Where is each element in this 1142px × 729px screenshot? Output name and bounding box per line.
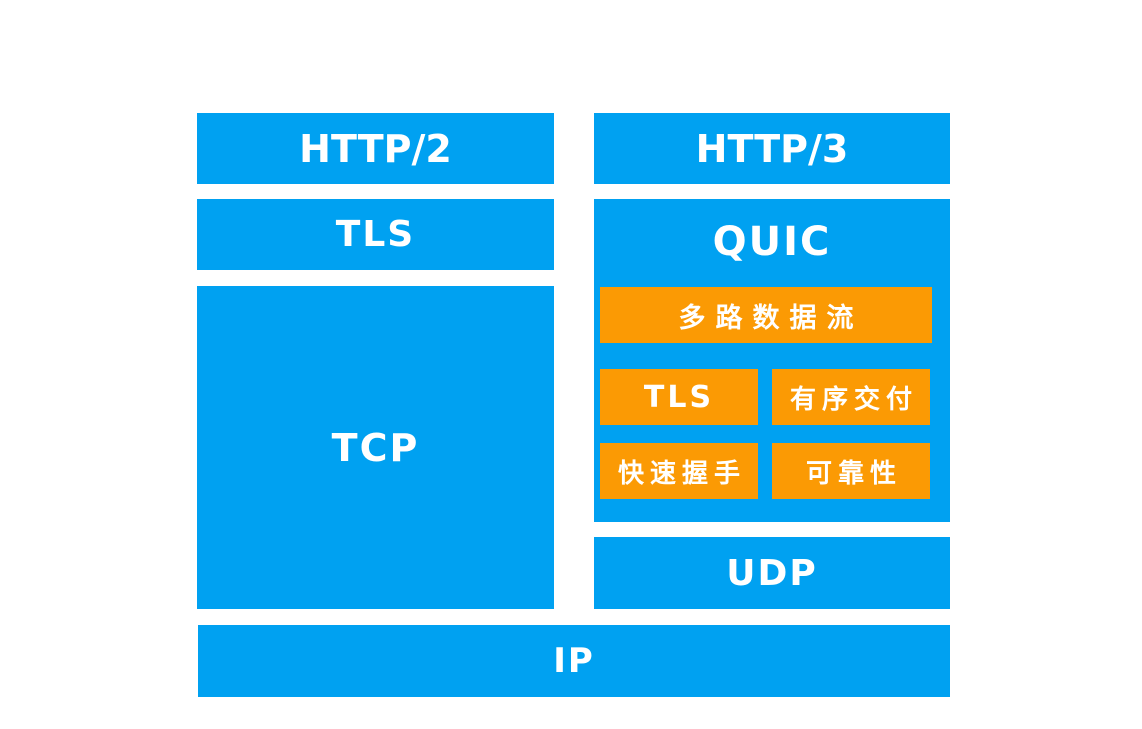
feature-fast-handshake: 快速握手 — [600, 443, 758, 499]
quic-box: QUIC 多路数据流 TLS 有序交付 快速握手 可靠性 — [594, 199, 950, 522]
feature-reliability: 可靠性 — [772, 443, 930, 499]
feature-tls: TLS — [600, 369, 758, 425]
udp-box: UDP — [594, 537, 950, 609]
http3-box: HTTP/3 — [594, 113, 950, 184]
tcp-box: TCP — [197, 286, 554, 609]
ip-box: IP — [198, 625, 950, 697]
quic-title: QUIC — [712, 219, 832, 265]
feature-ordered-delivery: 有序交付 — [772, 369, 930, 425]
tls-box: TLS — [197, 199, 554, 270]
feature-multiplexed-streams: 多路数据流 — [600, 287, 932, 343]
http2-box: HTTP/2 — [197, 113, 554, 184]
